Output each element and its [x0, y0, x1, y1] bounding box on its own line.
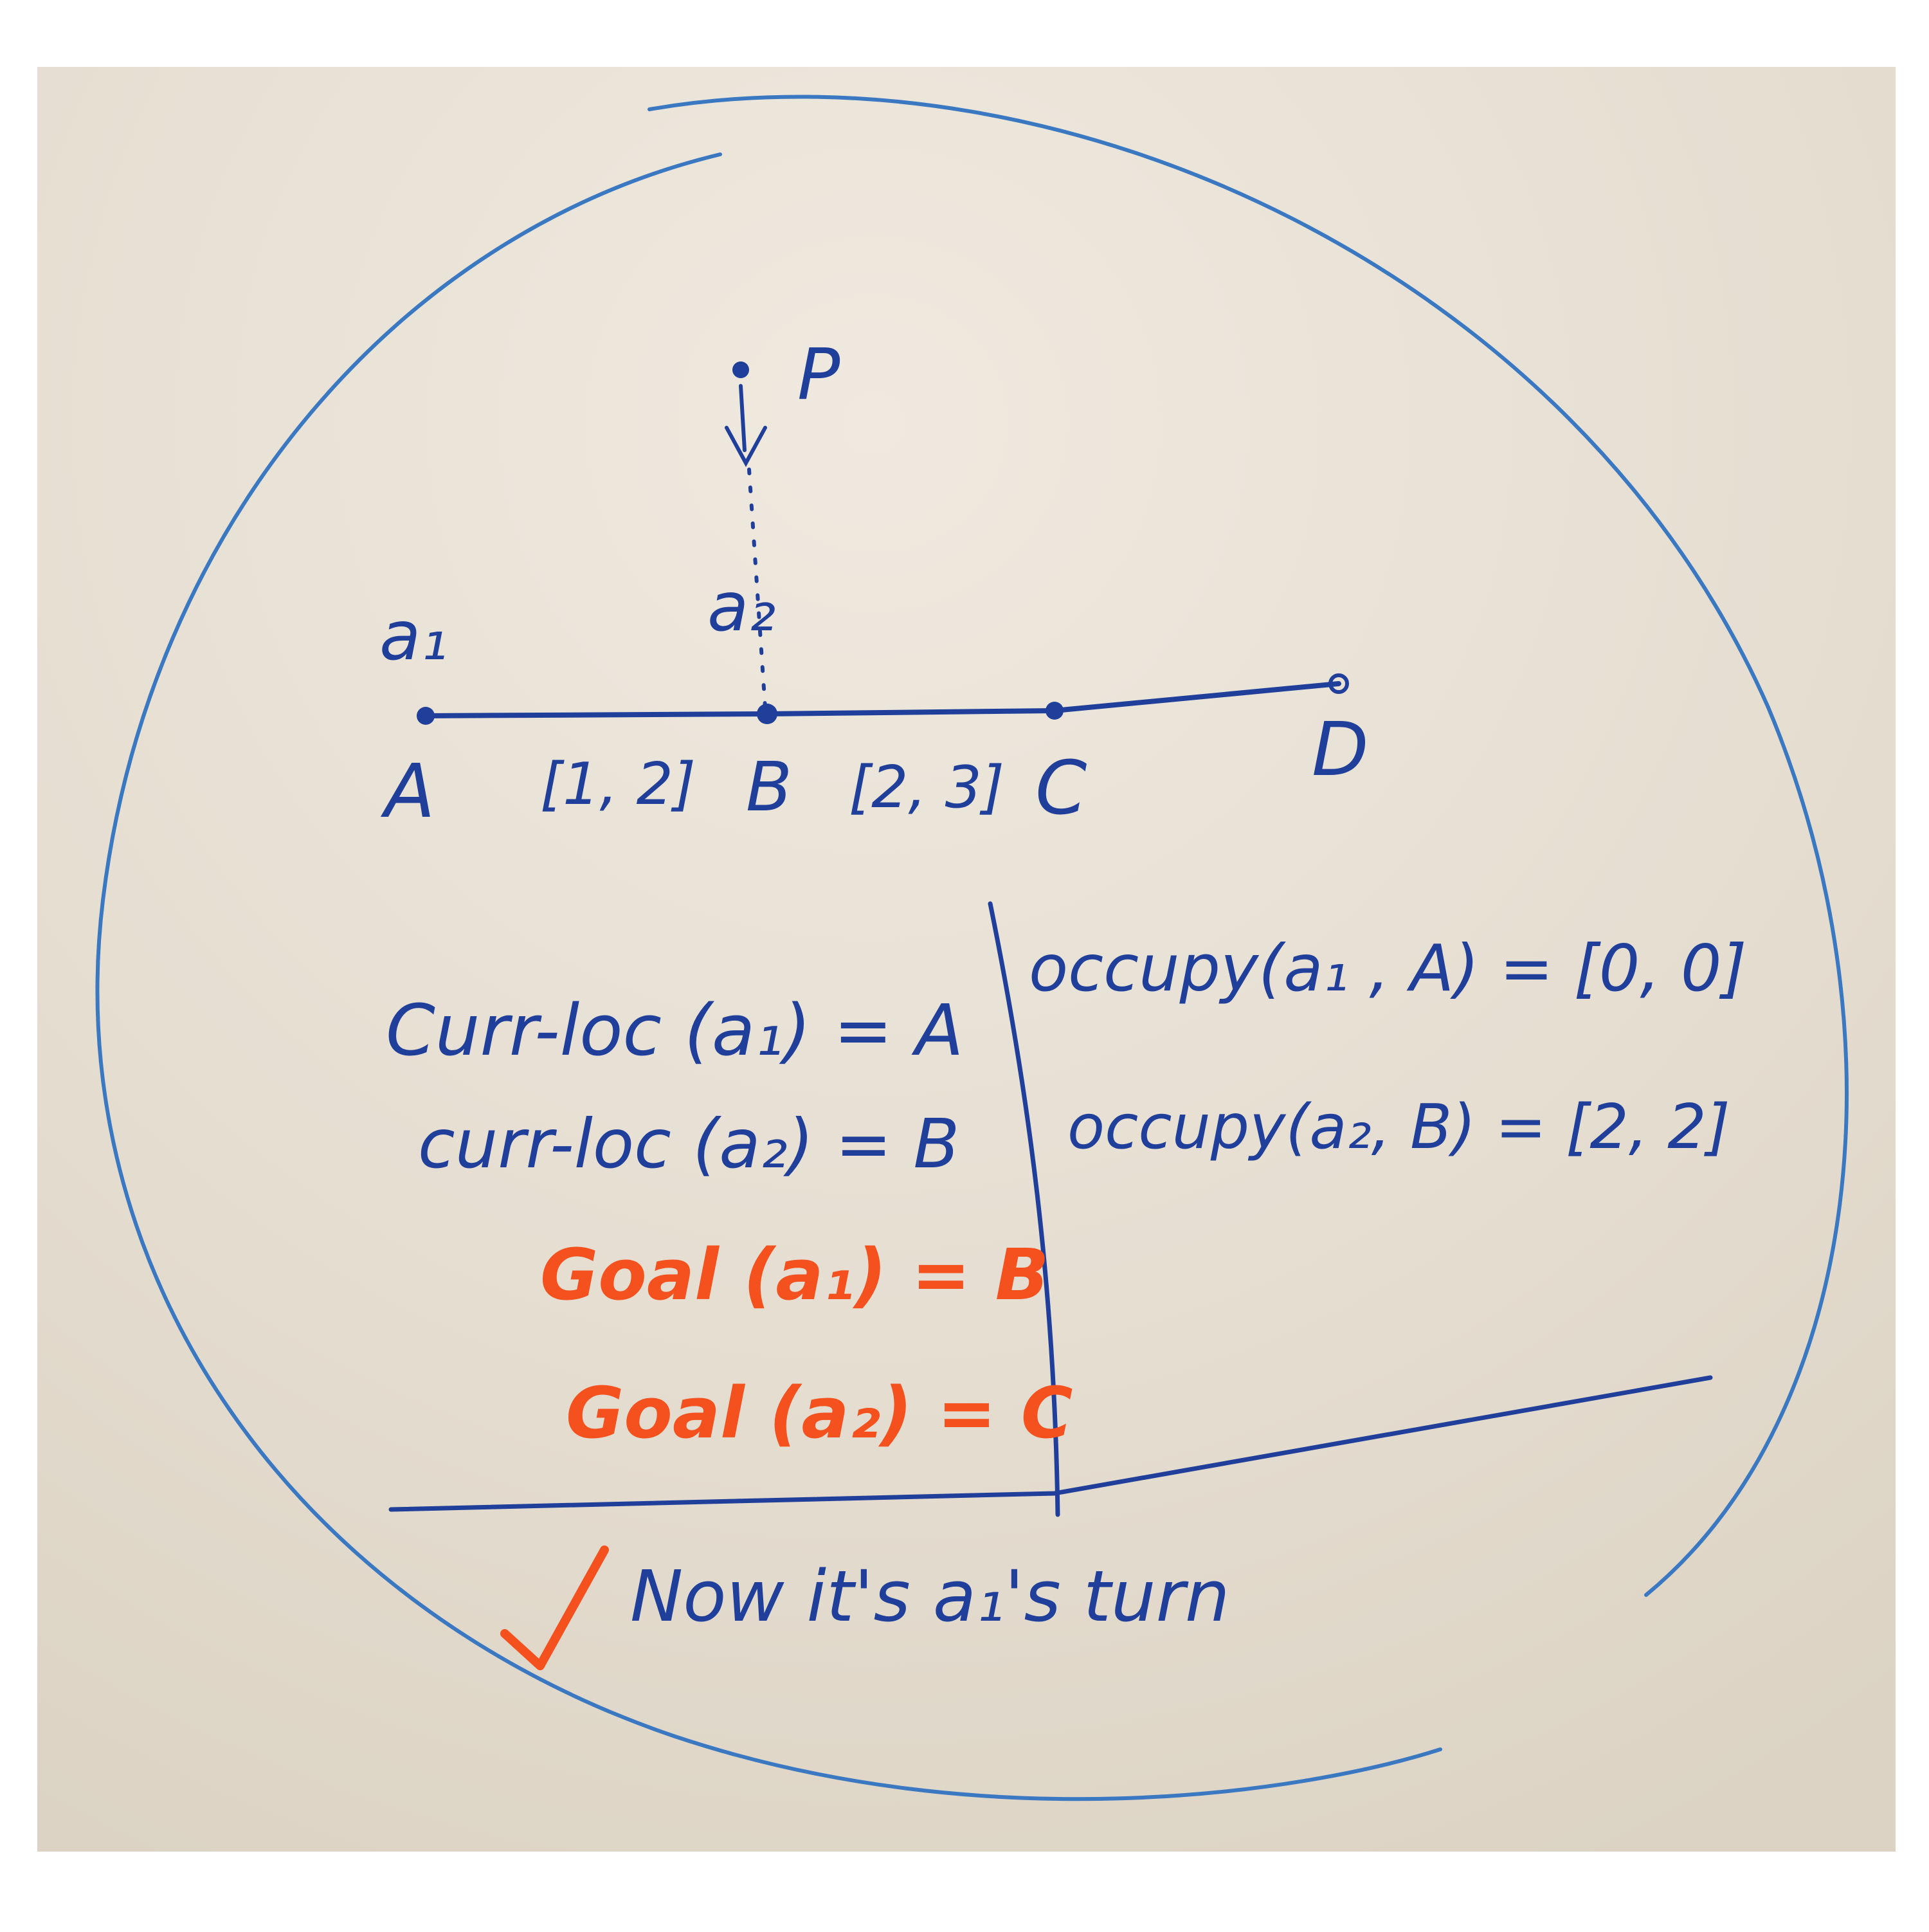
curr-loc-a1: Curr-loc (a₁) = A: [386, 989, 964, 1071]
dotted-path: [747, 468, 767, 709]
table-horizontal-divider: [388, 1375, 1713, 1512]
whiteboard-surface: [37, 67, 1896, 1852]
node-b: [757, 704, 777, 724]
footer-note: Now it's a₁'s turn: [630, 1555, 1230, 1637]
goal-a2: Goal (a₂) = C: [566, 1372, 1073, 1454]
edge-label-bc: [2, 3]: [849, 754, 1004, 821]
node-a: [417, 707, 435, 725]
occupy-a2: occupy(a₂, B) = [2, 2]: [1067, 1092, 1730, 1163]
label-node-a: A: [380, 749, 435, 835]
label-a2: a₂: [707, 568, 775, 646]
curr-loc-a2: curr-loc (a₂) = B: [418, 1105, 959, 1183]
goal-a1: Goal (a₁) = B: [540, 1234, 1049, 1316]
checkmark-icon: [500, 1545, 609, 1670]
occupy-a1: occupy(a₁ , A) = [0, 0]: [1029, 931, 1747, 1006]
enclosing-circle: [95, 152, 1442, 1801]
table-vertical-divider: [988, 901, 1060, 1517]
label-node-d: D: [1312, 707, 1369, 793]
edge-label-ab: [1, 2]: [540, 751, 696, 818]
node-d: [1328, 673, 1349, 694]
label-p: P: [797, 333, 840, 415]
label-node-b: B: [746, 748, 792, 826]
enclosing-circle-right: [648, 95, 1849, 1597]
path-arrow: [725, 384, 767, 468]
label-node-c: C: [1035, 745, 1087, 832]
point-p: [732, 361, 749, 378]
node-c: [1046, 702, 1064, 720]
graph-line: [423, 681, 1341, 718]
label-a1: a₁: [379, 597, 448, 675]
